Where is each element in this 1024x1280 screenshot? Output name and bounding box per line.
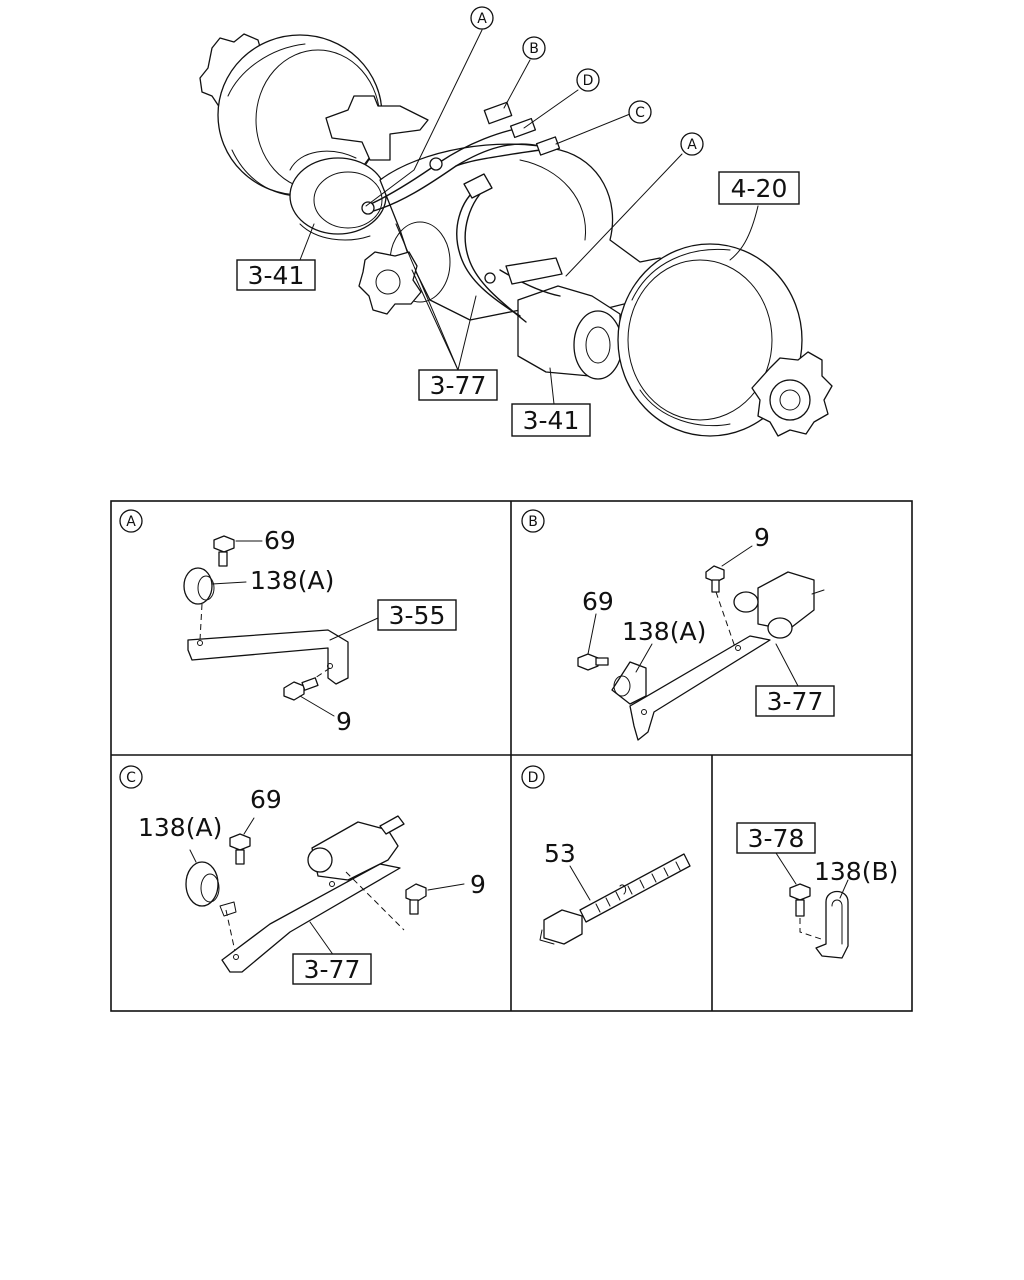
rear-axle-illustration: A B D C A 4-20 3-41 3-77 [199,6,833,437]
svg-text:3-41: 3-41 [248,261,305,290]
bracket-3-77 [629,635,771,741]
label-69: 69 [582,587,614,616]
label-138a: 138(A) [622,617,706,646]
grommet-138a [183,567,215,605]
svg-text:C: C [635,105,645,121]
label-69: 69 [264,526,296,555]
bolt-69 [229,833,251,865]
svg-text:3-78: 3-78 [748,824,805,853]
bolt [789,883,811,917]
svg-text:3-77: 3-77 [430,371,487,400]
label-53: 53 [544,839,576,868]
svg-text:B: B [528,514,538,530]
svg-text:A: A [687,137,697,153]
panel-d-letter: D [521,765,545,789]
ref-3-41-bottom: 3-41 [511,403,591,437]
connector-block [733,571,825,639]
axle-housing [358,143,681,321]
bracket-3-77 [219,863,401,973]
detail-panel-e: 3-78 138(B) [736,822,898,959]
svg-text:A: A [126,514,136,530]
right-brake-chamber [517,285,645,380]
svg-text:3-77: 3-77 [304,955,361,984]
svg-text:4-20: 4-20 [731,174,788,203]
label-138a: 138(A) [138,813,222,842]
right-wheel-hub [617,243,833,437]
connector-block [307,815,405,881]
detail-panel-a: A 69 138(A) 3-55 [119,509,457,736]
svg-text:C: C [126,770,136,786]
svg-text:D: D [528,770,539,786]
bracket-3-55 [187,629,349,685]
callout-a-top: A [470,6,494,30]
ref-3-41-left: 3-41 [236,259,316,291]
detail-panel-d: D 53 [521,765,691,945]
label-9: 9 [754,523,770,552]
svg-text:D: D [583,73,594,89]
svg-text:3-55: 3-55 [389,601,446,630]
bolt-9 [705,565,725,593]
wiring-harness [361,101,563,323]
bolt-9 [283,677,319,701]
ref-3-77: 3-77 [292,953,372,985]
svg-text:B: B [529,41,539,57]
bolt-9 [405,883,427,915]
svg-text:3-41: 3-41 [523,406,580,435]
label-9: 9 [470,870,486,899]
ref-3-77: 3-77 [755,685,835,717]
detail-panels-frame [110,500,913,1012]
ref-4-20: 4-20 [718,171,800,205]
label-138a: 138(A) [250,566,334,595]
bolt-69 [577,653,609,671]
callout-d: D [576,68,600,92]
detail-panel-c: C [119,765,486,985]
cable-tie-53 [539,853,691,945]
clip-138b [815,890,849,959]
label-69: 69 [250,785,282,814]
grommet-138a [611,661,647,705]
ref-3-77-main: 3-77 [418,369,498,401]
left-brake-chamber [289,150,387,241]
svg-text:A: A [477,11,487,27]
callout-b: B [522,36,546,60]
panel-b-letter: B [521,509,545,533]
grommet-138a [185,861,220,907]
label-9: 9 [336,707,352,736]
bolt-69 [213,535,235,567]
callout-c: C [628,100,652,124]
ref-3-55: 3-55 [377,599,457,631]
detail-panel-b: B [521,509,835,741]
svg-text:3-77: 3-77 [767,687,824,716]
panel-c-letter: C [119,765,143,789]
callout-a-right: A [680,132,704,156]
ref-3-78: 3-78 [736,822,816,854]
label-138b: 138(B) [814,857,898,886]
left-wheel-hub [199,33,429,197]
panel-a-letter: A [119,509,143,533]
